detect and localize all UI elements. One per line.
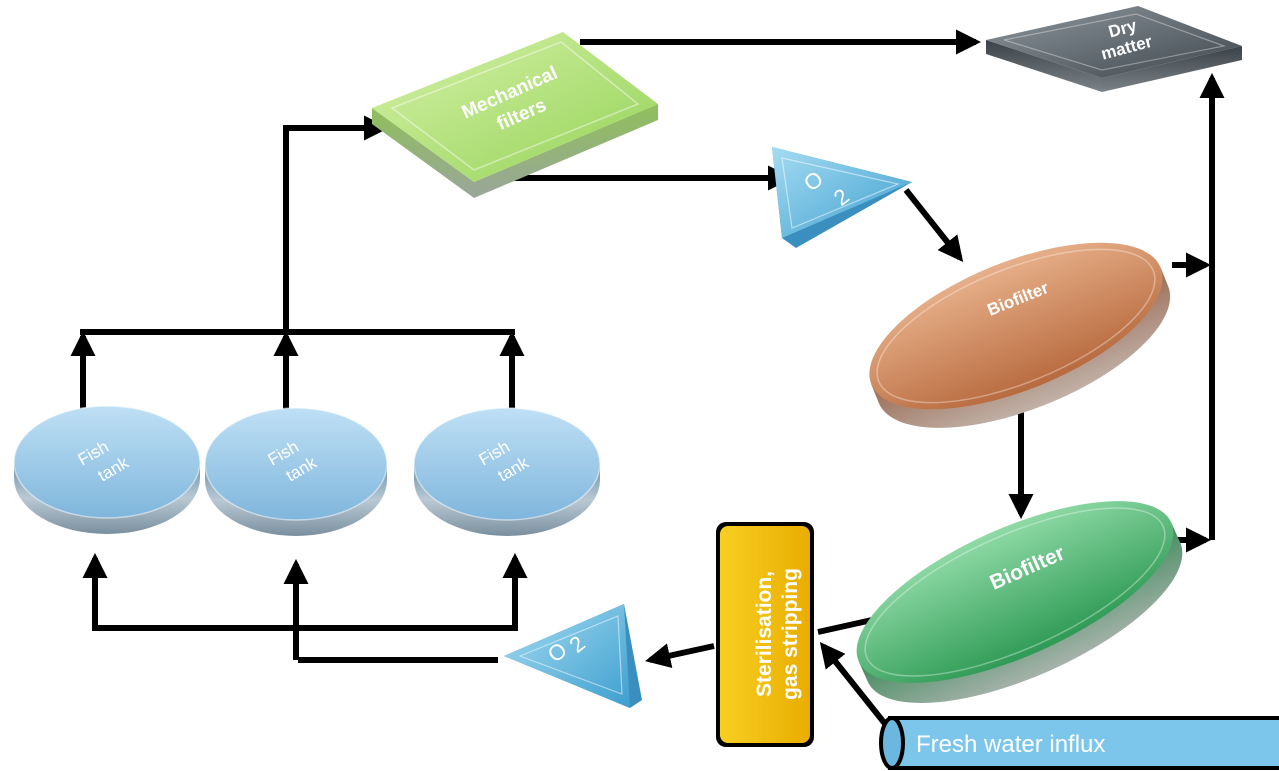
sterilisation-label-line1: Sterilisation,	[753, 571, 776, 697]
fresh-water-to-sterilisation-arrow	[819, 642, 893, 732]
fish-tank-3: Fish tank	[413, 407, 601, 536]
mechanical-filters-box: Mechanical filters	[372, 32, 658, 198]
sterilisation-to-o2-arrow	[645, 643, 715, 669]
manifold-to-mechanical-arrow	[283, 115, 390, 332]
biofilter-top: Biofilter	[869, 242, 1171, 428]
fresh-water-pipe: Fresh water influx	[879, 716, 1279, 770]
fish-tank-2: Fish tank	[204, 407, 388, 536]
o2-top-prism: O 2	[772, 147, 912, 248]
dry-matter-box: Dry matter	[986, 6, 1242, 92]
o2-to-biofilter-arrow	[903, 188, 964, 262]
sterilisation-box: Sterilisation, gas stripping	[716, 522, 814, 747]
sterilisation-label-line2: gas stripping	[779, 568, 802, 700]
biofilter-bottom: Biofilter	[856, 501, 1183, 703]
fish-tank-1: Fish tank	[13, 405, 201, 534]
o2-bottom-prism: O 2	[504, 604, 642, 708]
connectors	[70, 29, 1225, 732]
biofilter-to-sterilisation-line	[817, 617, 873, 635]
fresh-water-label: Fresh water influx	[916, 731, 1105, 758]
